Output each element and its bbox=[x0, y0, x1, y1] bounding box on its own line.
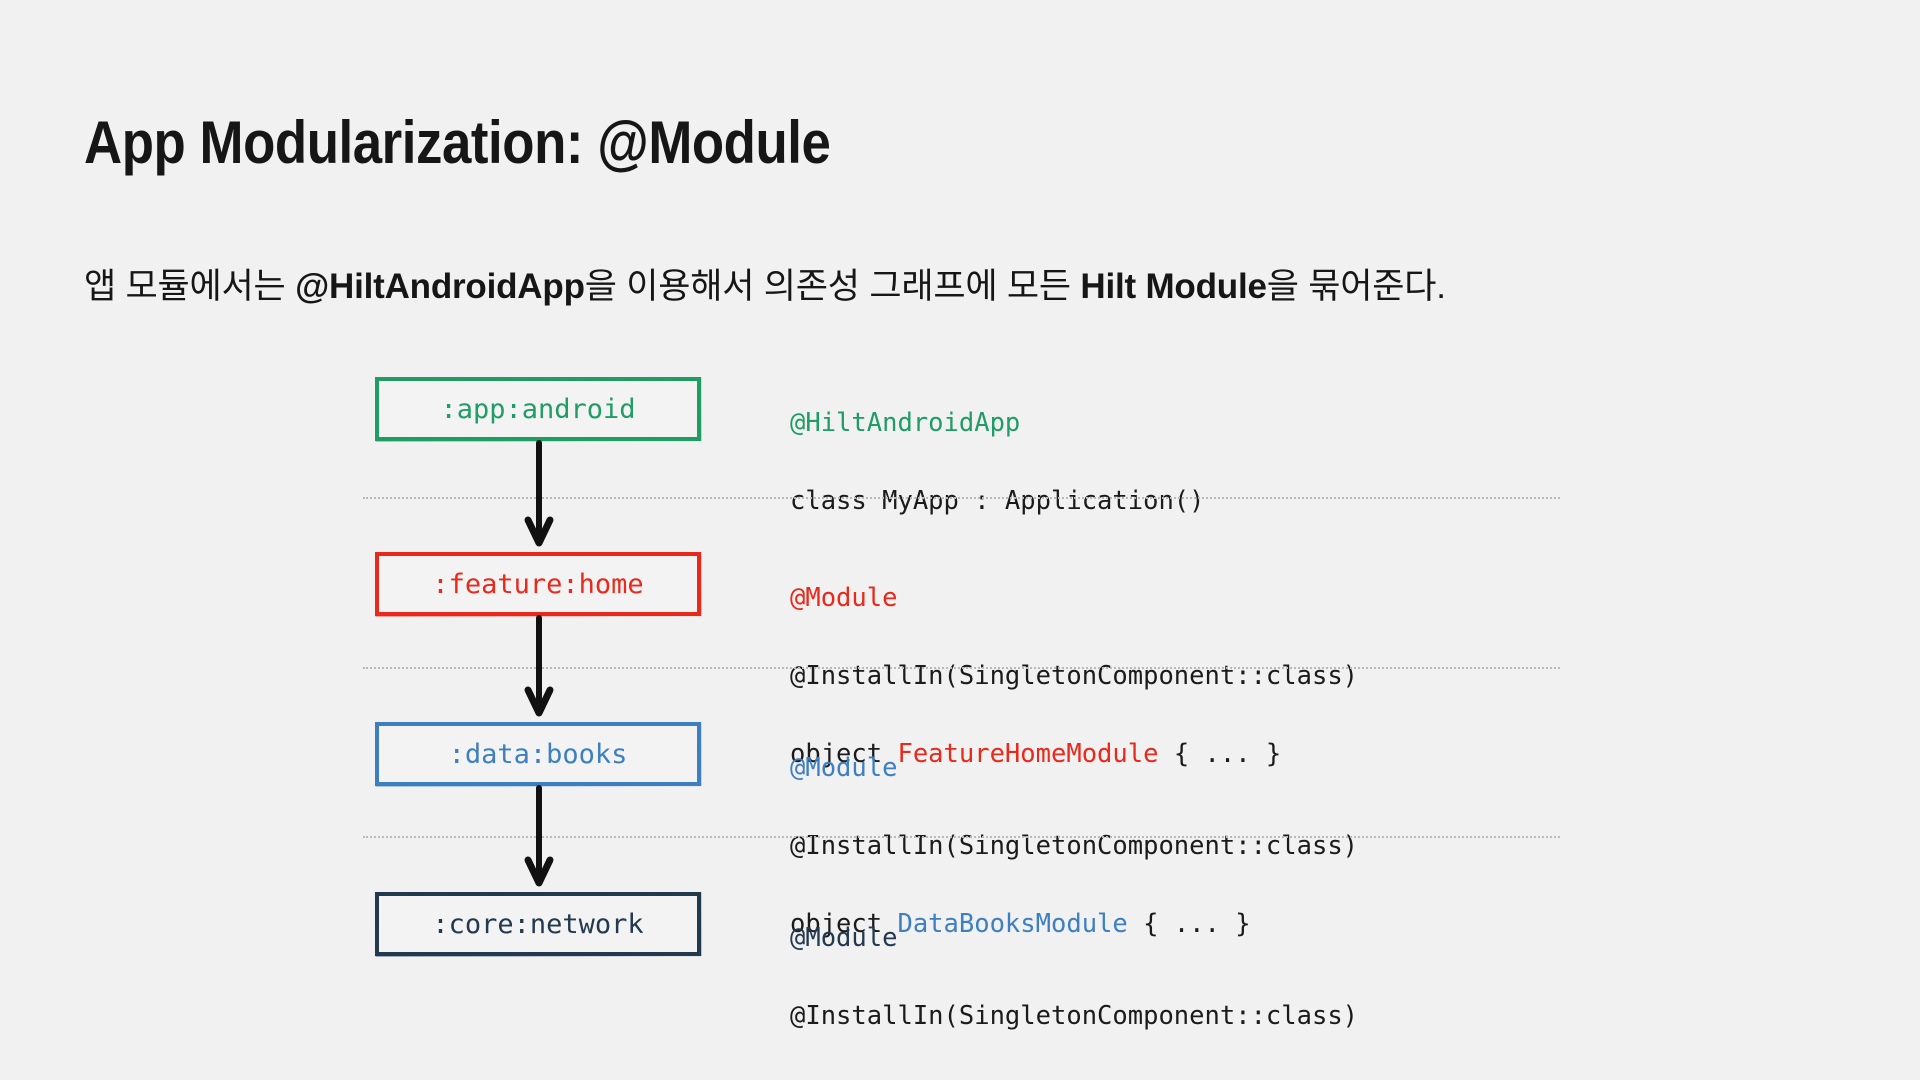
section-separator-2 bbox=[363, 667, 1560, 669]
node-label: :feature:home bbox=[432, 568, 644, 600]
code-annotation-installin: @InstallIn(SingletonComponent::class) bbox=[790, 661, 1359, 691]
arrow-data-to-core-icon bbox=[524, 785, 554, 888]
slide-subtitle: 앱 모듈에서는 @HiltAndroidApp을 이용해서 의존성 그래프에 모… bbox=[84, 258, 1446, 309]
code-annotation-installin: @InstallIn(SingletonComponent::class) bbox=[790, 1001, 1359, 1031]
page-title: App Modularization: @Module bbox=[84, 109, 831, 176]
code-annotation-module: @Module bbox=[790, 583, 898, 613]
node-core-network[interactable]: :core:network bbox=[375, 892, 701, 956]
node-data-books[interactable]: :data:books bbox=[375, 722, 701, 786]
arrow-app-to-feature-icon bbox=[524, 440, 554, 548]
subtitle-text-1: 앱 모듈에서는 bbox=[84, 267, 296, 306]
subtitle-bold-hilt-module: Hilt Module bbox=[1080, 267, 1267, 306]
code-annotation-hiltandroidapp: @HiltAndroidApp bbox=[790, 408, 1021, 438]
subtitle-text-3: 을 묶어준다. bbox=[1266, 267, 1446, 306]
subtitle-bold-hiltandroidapp: @HiltAndroidApp bbox=[295, 267, 585, 306]
section-separator-1 bbox=[363, 497, 1560, 499]
code-block-app-android: @HiltAndroidApp class MyApp : Applicatio… bbox=[790, 365, 1205, 560]
code-block-feature-home: @Module @InstallIn(SingletonComponent::c… bbox=[790, 540, 1358, 813]
node-feature-home[interactable]: :feature:home bbox=[375, 552, 701, 616]
section-separator-3 bbox=[363, 836, 1560, 838]
code-identifier-featurehomemodule: FeatureHomeModule bbox=[897, 739, 1159, 769]
code-annotation-module: @Module bbox=[790, 923, 898, 953]
code-class-myapp: class MyApp : Application() bbox=[790, 486, 1205, 516]
code-body-braces: { ... } bbox=[1158, 739, 1282, 769]
code-keyword-object: object bbox=[790, 909, 898, 939]
node-label: :data:books bbox=[448, 738, 628, 770]
subtitle-text-2: 을 이용해서 의존성 그래프에 모든 bbox=[584, 267, 1081, 306]
code-body-braces: { ... } bbox=[1127, 909, 1251, 939]
node-label: :core:network bbox=[432, 908, 644, 940]
code-identifier-databooksmodule: DataBooksModule bbox=[897, 909, 1128, 939]
code-keyword-object: object bbox=[790, 739, 898, 769]
node-label: :app:android bbox=[440, 393, 636, 425]
code-annotation-module: @Module bbox=[790, 753, 898, 783]
node-app-android[interactable]: :app:android bbox=[375, 377, 701, 441]
arrow-feature-to-data-icon bbox=[524, 615, 554, 718]
code-block-core-network: @Module @InstallIn(SingletonComponent::c… bbox=[790, 880, 1358, 1080]
